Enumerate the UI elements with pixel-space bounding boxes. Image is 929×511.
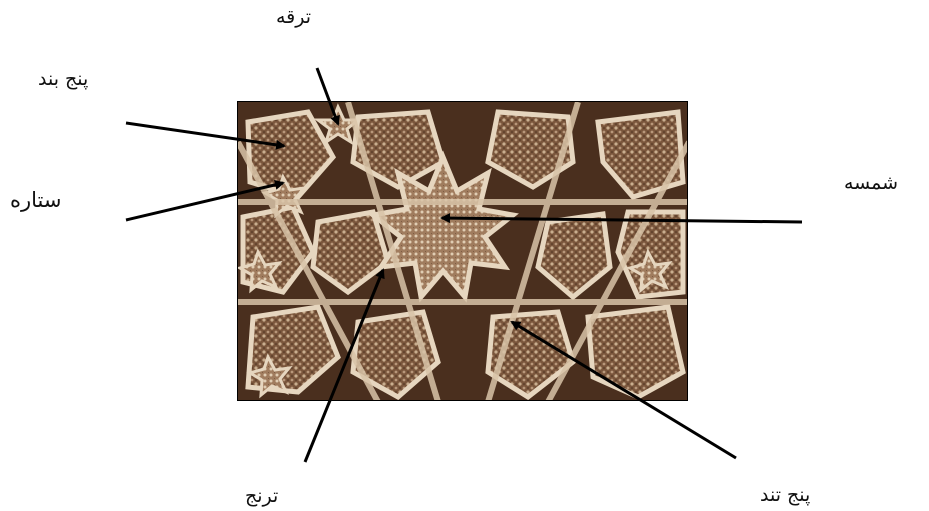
ornament-photo <box>237 101 688 401</box>
label-panj-tond: پنج تند <box>760 484 810 506</box>
label-panj-band: پنج بند <box>38 68 88 90</box>
ornament-pattern-image <box>238 102 688 401</box>
label-taraqe: ترقه <box>276 6 311 28</box>
label-setare: ستاره <box>10 188 61 212</box>
label-shamse: شمسه <box>844 172 898 194</box>
label-toranj: ترنج <box>245 485 278 507</box>
